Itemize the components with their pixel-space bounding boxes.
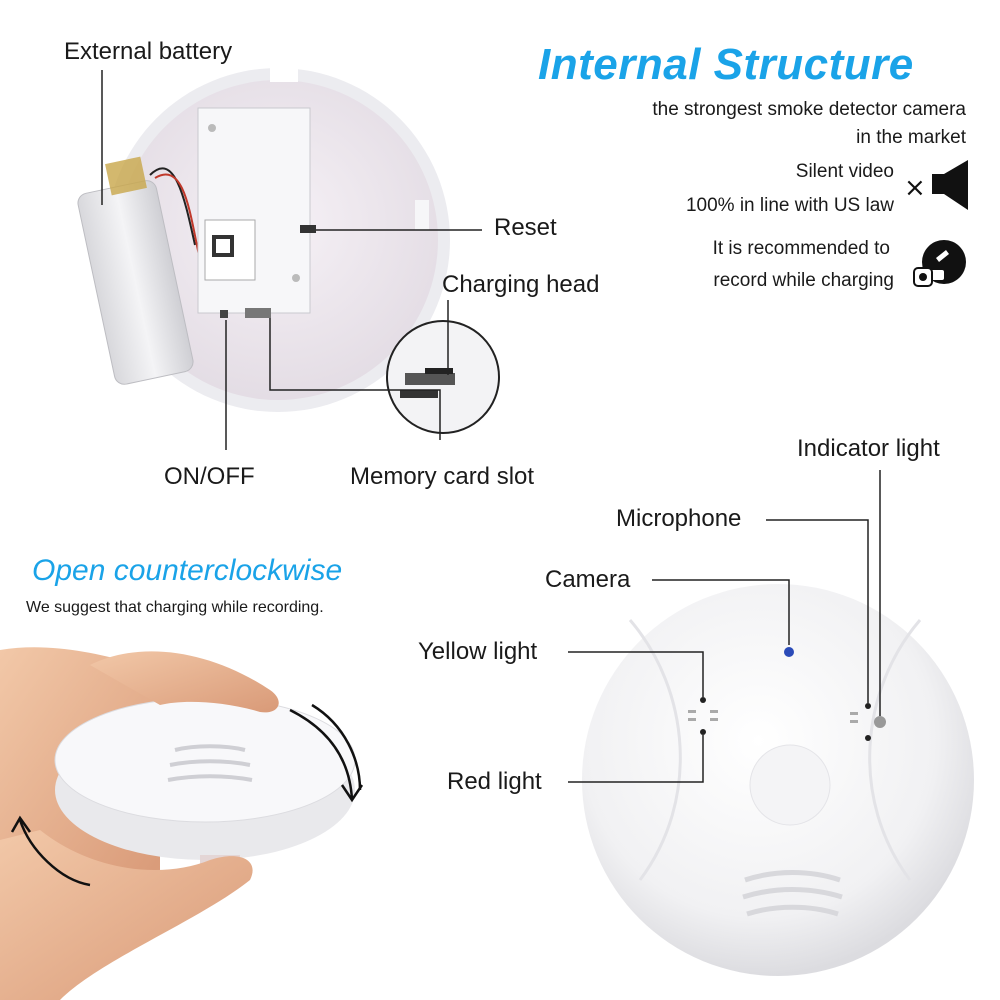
label-yellow-light: Yellow light xyxy=(418,638,538,665)
open-instruction-note: We suggest that charging while recording… xyxy=(26,599,324,616)
circuit-box xyxy=(197,107,316,318)
label-charging-head: Charging head xyxy=(442,271,600,298)
svg-text:×: × xyxy=(904,173,926,203)
feature-charging-line-2: record while charging xyxy=(713,270,894,291)
feature-silent-line-2: 100% in line with US law xyxy=(685,195,894,216)
leader-lines-top xyxy=(101,70,482,450)
page-title: Internal Structure xyxy=(538,40,914,89)
mute-icon: × xyxy=(904,160,968,210)
feature-silent-line-1: Silent video xyxy=(795,161,894,182)
open-instruction-heading: Open counterclockwise xyxy=(32,554,343,587)
label-on-off: ON/OFF xyxy=(164,463,255,490)
label-indicator-light: Indicator light xyxy=(797,435,940,462)
label-reset: Reset xyxy=(494,214,557,241)
front-detector xyxy=(582,584,974,976)
opened-detector xyxy=(77,68,500,434)
label-memory-card-slot: Memory card slot xyxy=(350,463,535,490)
leader-lines-front xyxy=(568,470,881,783)
label-microphone: Microphone xyxy=(616,505,742,532)
label-external-battery: External battery xyxy=(64,38,233,65)
zoom-inset xyxy=(386,320,500,434)
feature-charging-line-1: It is recommended to xyxy=(712,238,890,259)
hand-opening-detector xyxy=(0,647,364,1000)
battery xyxy=(77,156,201,385)
label-red-light: Red light xyxy=(447,768,542,795)
subtitle-line-1: the strongest smoke detector camera xyxy=(652,99,966,120)
subtitle-line-2: in the market xyxy=(856,127,966,148)
charging-record-icon xyxy=(913,240,966,287)
label-camera: Camera xyxy=(545,566,631,593)
